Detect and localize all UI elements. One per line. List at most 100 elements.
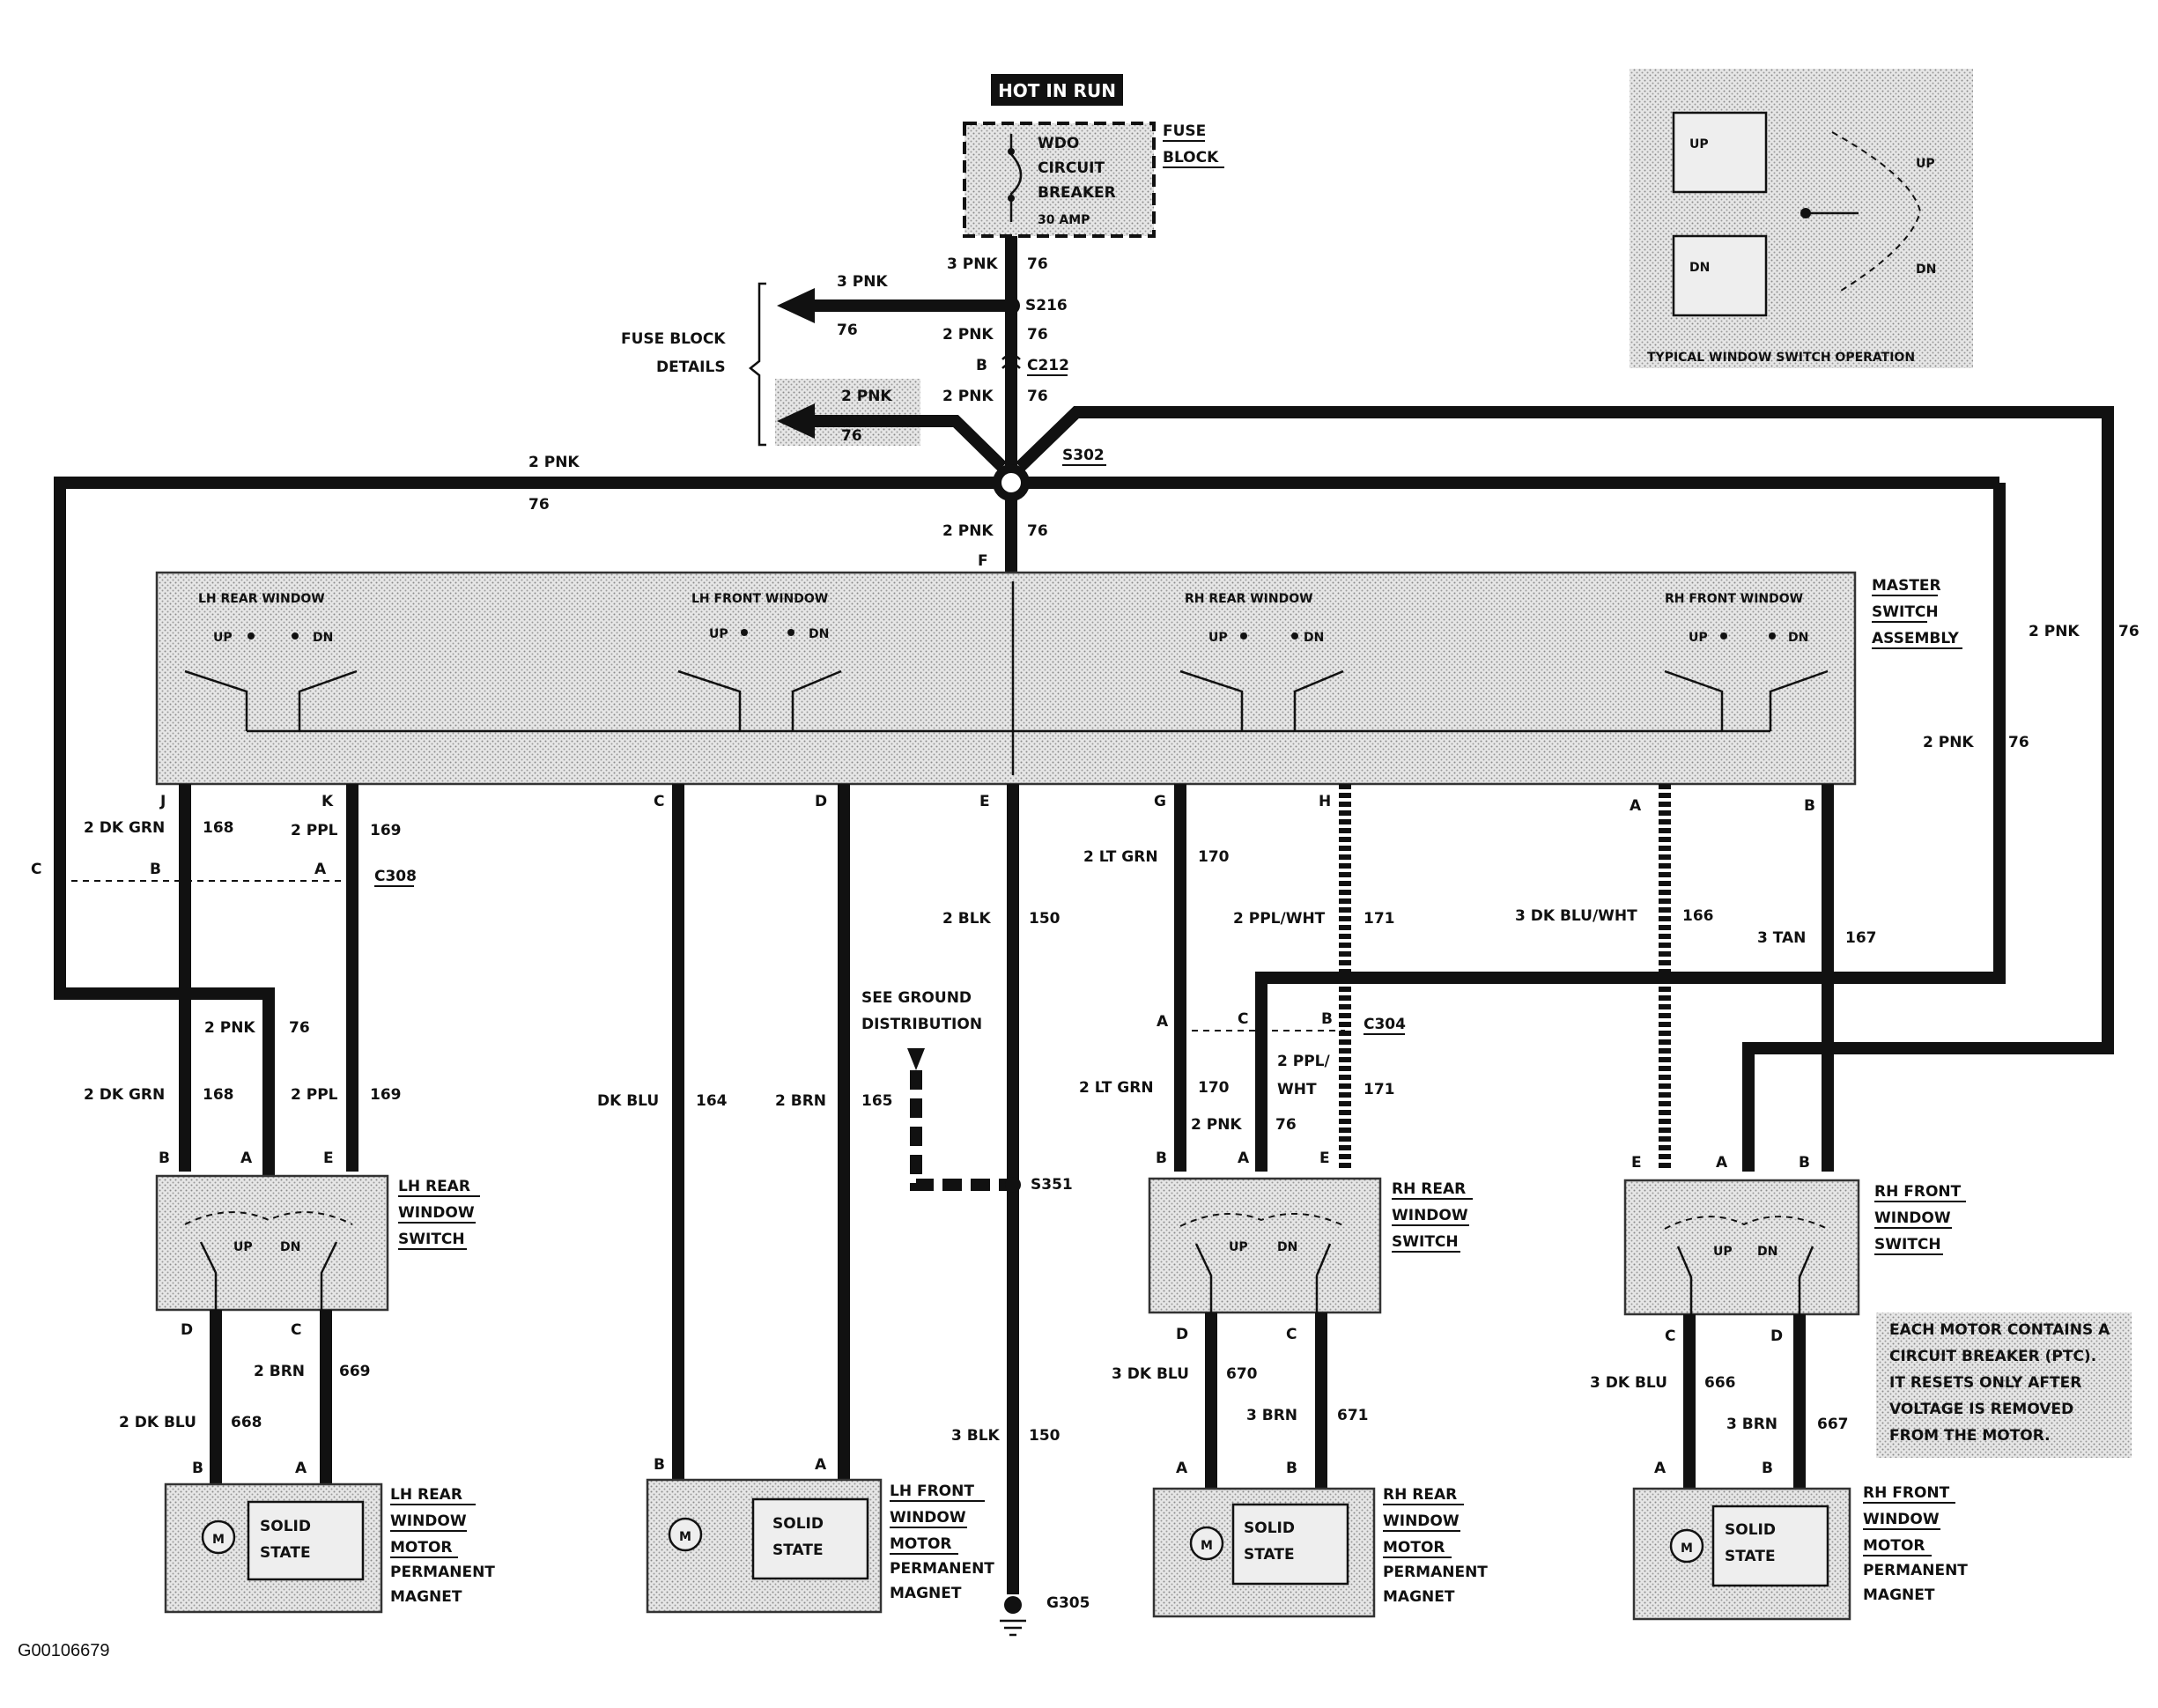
diagram-label: E: [1319, 1150, 1330, 1167]
diagram-label: DISTRIBUTION: [861, 1016, 982, 1033]
diagram-label: B: [159, 1150, 170, 1167]
diagram-label: D: [1176, 1326, 1188, 1343]
diagram-label: 671: [1337, 1407, 1369, 1424]
diagram-label: A: [240, 1150, 253, 1167]
diagram-label: 166: [1682, 907, 1714, 925]
diagram-label: 3 BRN: [1726, 1416, 1777, 1433]
diagram-label: 2 LT GRN: [1083, 848, 1158, 866]
diagram-label: 670: [1226, 1365, 1258, 1383]
diagram-label: B: [192, 1460, 203, 1477]
diagram-label: MAGNET: [390, 1588, 462, 1606]
diagram-label: MAGNET: [890, 1585, 962, 1602]
diagram-label: WINDOW: [1392, 1207, 1468, 1224]
diagram-label: FROM THE MOTOR.: [1889, 1427, 2051, 1445]
diagram-label: 168: [203, 1086, 234, 1104]
diagram-label: 2 PPL/WHT: [1233, 910, 1326, 928]
diagram-label: 669: [339, 1363, 371, 1380]
diagram-label: E: [979, 793, 990, 810]
diagram-label: DN: [1689, 261, 1710, 275]
diagram-label: F: [978, 552, 988, 570]
diagram-label: C: [291, 1321, 301, 1339]
diagram-label: 76: [1027, 522, 1048, 540]
diagram-label: SOLID: [260, 1518, 311, 1535]
diagram-label: MOTOR: [890, 1535, 952, 1553]
diagram-label: UP: [1916, 157, 1935, 171]
switch-operation-inset: UP DN UP DN TYPICAL WINDOW SWITCH OPERAT…: [1630, 69, 1973, 368]
diagram-label: G305: [1046, 1594, 1090, 1612]
diagram-label: LH FRONT WINDOW: [691, 592, 828, 606]
diagram-label: C304: [1364, 1016, 1406, 1033]
diagram-label: 76: [1275, 1116, 1297, 1134]
diagram-label: E: [1631, 1154, 1642, 1172]
diagram-label: 2 PPL: [291, 1086, 338, 1104]
diagram-label: SOLID: [772, 1515, 824, 1533]
diagram-label: 2 DK BLU: [119, 1414, 196, 1431]
diagram-label: 168: [203, 819, 234, 837]
diagram-label: UP: [233, 1240, 253, 1254]
diagram-label: 2 DK GRN: [84, 819, 165, 837]
diagram-label: STATE: [1725, 1548, 1776, 1565]
diagram-label: WINDOW: [890, 1509, 966, 1527]
diagram-label: 667: [1817, 1416, 1849, 1433]
diagram-label: C308: [374, 868, 417, 885]
diagram-label: M: [1201, 1539, 1213, 1553]
diagram-label: 76: [1027, 326, 1048, 344]
diagram-label: A: [1630, 797, 1642, 815]
diagram-label: 2 PNK: [1923, 734, 1974, 751]
diagram-label: LH REAR WINDOW: [198, 592, 325, 606]
diagram-label: C: [1238, 1010, 1248, 1028]
diagram-label: STATE: [1244, 1546, 1295, 1564]
diagram-label: DN: [809, 627, 829, 641]
diagram-label: 76: [1027, 255, 1048, 273]
diagram-label: UP: [709, 627, 728, 641]
diagram-label: S351: [1031, 1176, 1073, 1194]
fuse-block-box: [963, 122, 1156, 238]
diagram-label: UP: [1689, 137, 1709, 152]
diagram-label: 150: [1029, 910, 1061, 928]
diagram-label: 169: [370, 822, 402, 839]
inset-caption: TYPICAL WINDOW SWITCH OPERATION: [1647, 351, 1915, 365]
diagram-label: C: [1286, 1326, 1297, 1343]
hot-in-run-badge: [991, 74, 1123, 106]
diagram-label: 2 BRN: [254, 1363, 305, 1380]
diagram-label: MOTOR: [1863, 1537, 1925, 1555]
diagram-label: A: [1654, 1460, 1667, 1477]
diagram-label: 76: [2118, 623, 2140, 640]
diagram-label: DN: [1757, 1245, 1777, 1259]
diagram-label: D: [815, 793, 827, 810]
fuse-rating: 30 AMP: [1038, 213, 1090, 227]
lh-rear-window-switch: [155, 1174, 389, 1312]
diagram-label: UP: [213, 631, 233, 645]
diagram-label: WINDOW: [398, 1204, 475, 1222]
diagram-label: FUSE BLOCK: [621, 330, 726, 348]
diagram-label: 76: [1027, 388, 1048, 405]
diagram-label: A: [1157, 1013, 1169, 1031]
diagram-label: 2 PNK: [204, 1019, 255, 1037]
arrow-left-s216: [777, 288, 815, 323]
diagram-label: 76: [837, 322, 858, 339]
diagram-label: MOTOR: [1383, 1539, 1445, 1556]
diagram-label: M: [1681, 1542, 1693, 1556]
diagram-label: C212: [1027, 357, 1069, 374]
diagram-label: SEE GROUND: [861, 989, 972, 1007]
diagram-label: CIRCUIT BREAKER (PTC).: [1889, 1348, 2096, 1365]
ground-g305-icon: [1000, 1596, 1026, 1637]
diagram-label: PERMANENT: [390, 1564, 495, 1581]
rh-rear-window-switch: [1148, 1177, 1382, 1314]
diagram-label: G: [1154, 793, 1166, 810]
diagram-label: B: [1799, 1154, 1810, 1172]
diagram-label: 171: [1364, 910, 1395, 928]
diagram-label: 3 BRN: [1246, 1407, 1297, 1424]
diagram-label: B: [150, 861, 161, 878]
diagram-label: RH REAR WINDOW: [1185, 592, 1313, 606]
diagram-label: WINDOW: [1874, 1209, 1951, 1227]
ptc-note-box: [1876, 1312, 2132, 1458]
diagram-label: B: [976, 357, 987, 374]
diagram-label: 2 PNK: [942, 388, 994, 405]
diagram-label: EACH MOTOR CONTAINS A: [1889, 1321, 2110, 1339]
diagram-label: 3 DK BLU/WHT: [1515, 907, 1637, 925]
splice-s351: [1005, 1177, 1021, 1193]
diagram-label: 668: [231, 1414, 262, 1431]
